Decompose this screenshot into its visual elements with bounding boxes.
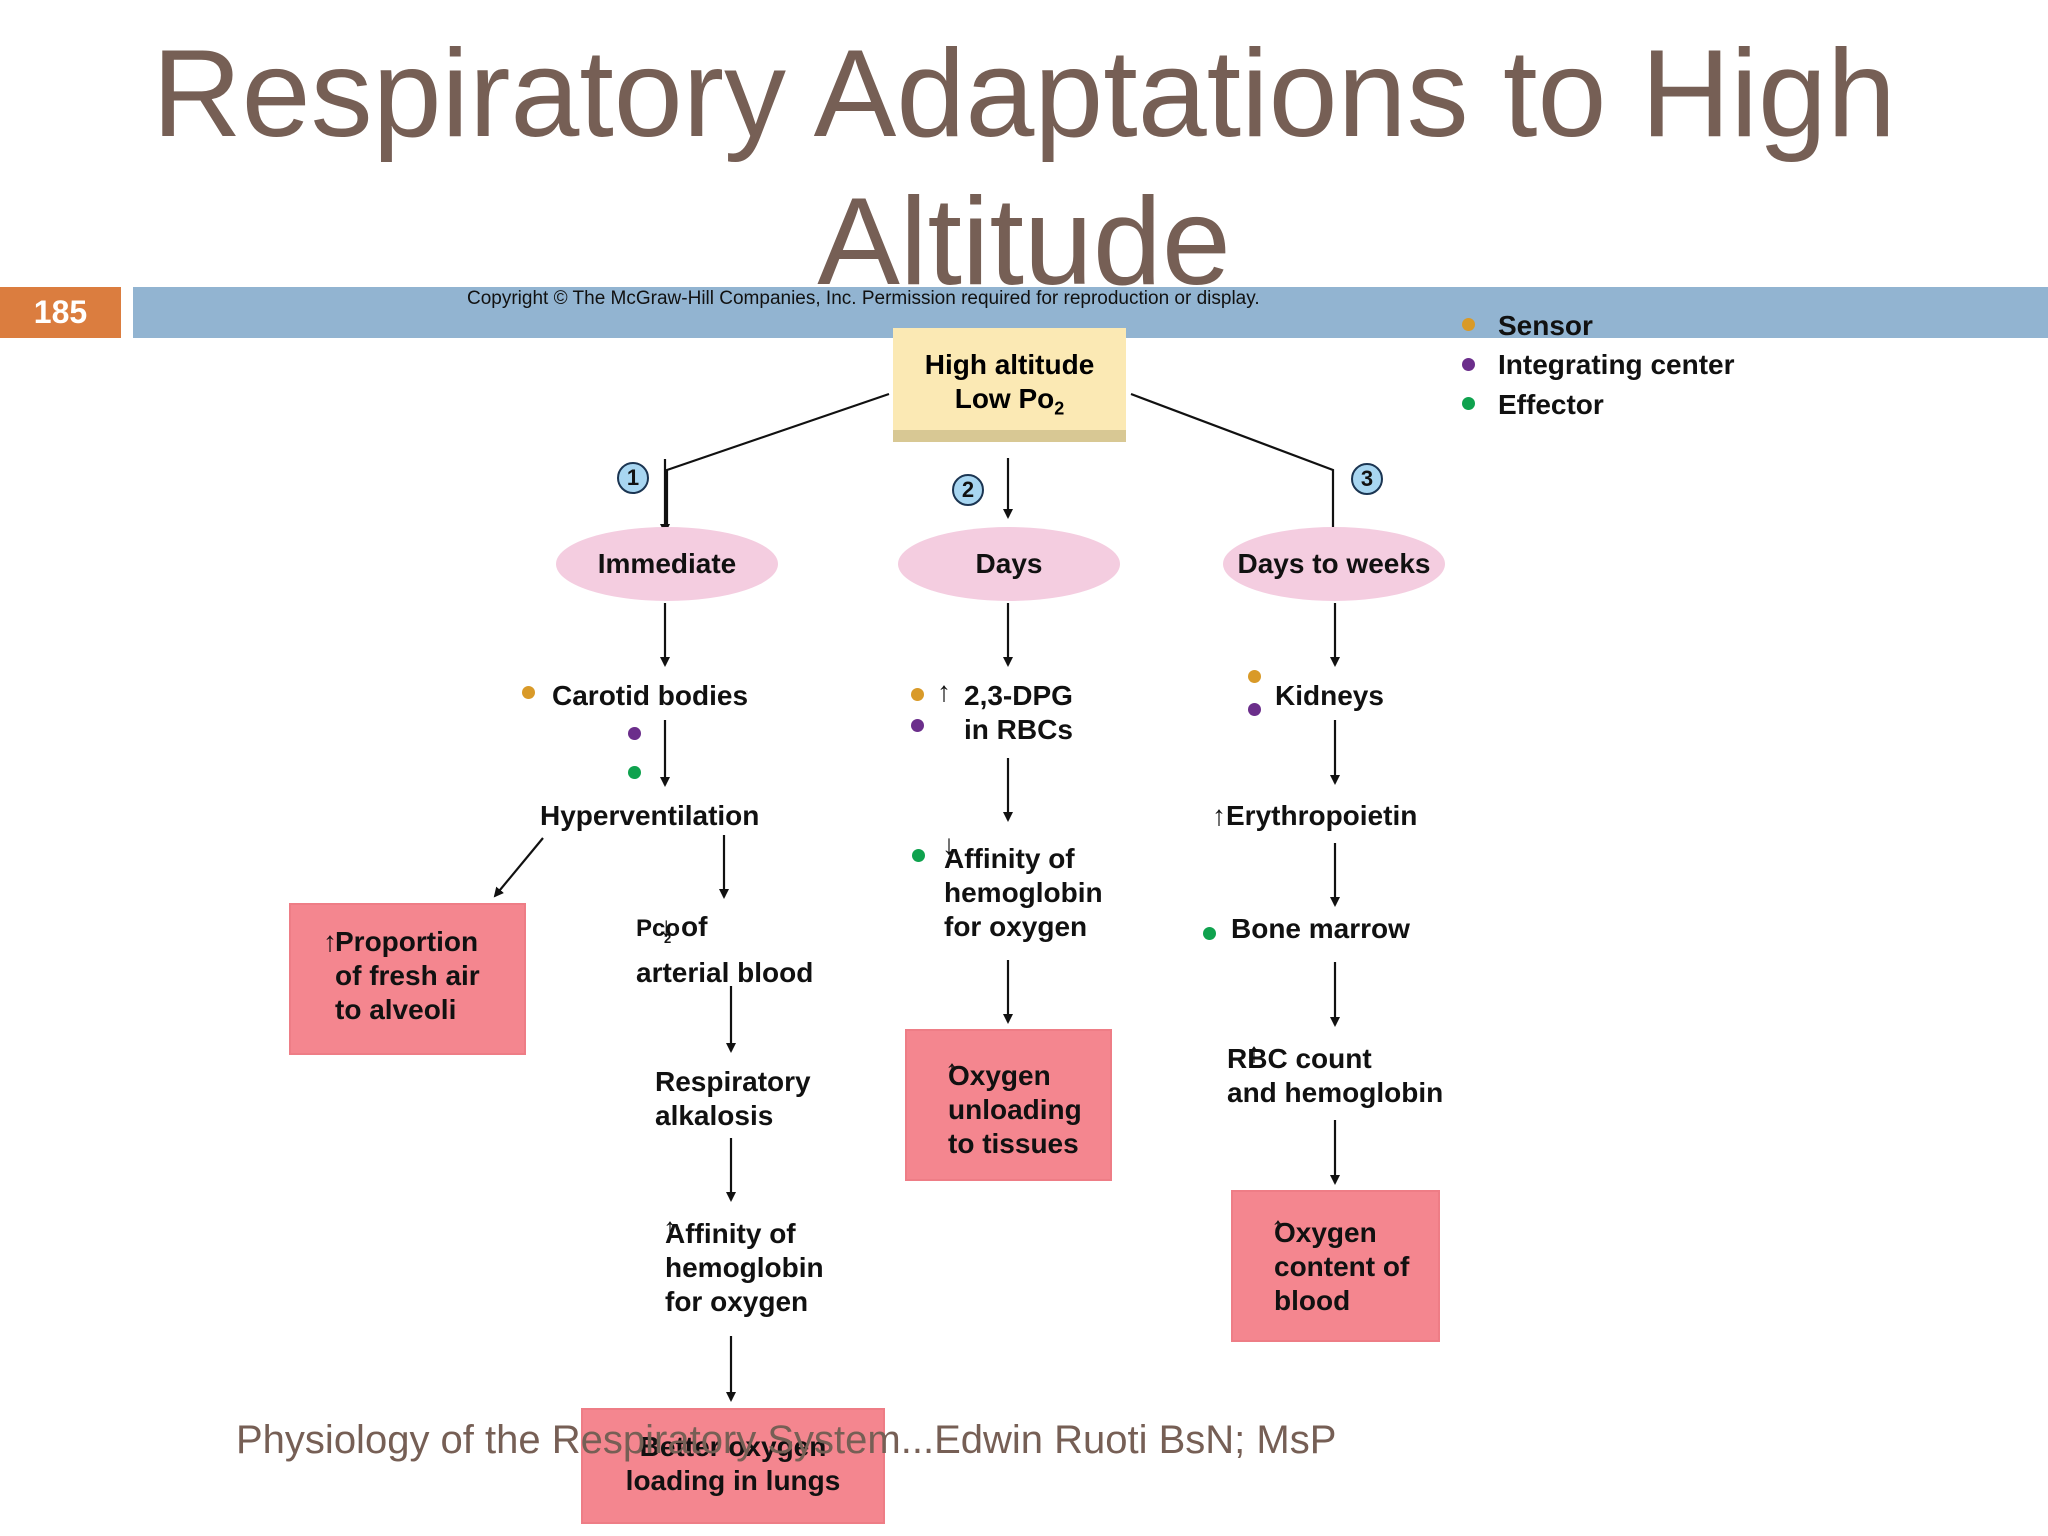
result-oxygen-unloading: Oxygen unloading to tissues (905, 1029, 1112, 1181)
sensor-dot (522, 686, 535, 699)
result-oxygen-content: Oxygen content of blood (1231, 1190, 1440, 1342)
increase-arrow-icon (323, 925, 337, 959)
branch-line-1 (665, 392, 890, 527)
hyperventilation: Hyperventilation (540, 800, 760, 831)
page-number: 185 (0, 287, 121, 338)
affinity-decrease-line-1: Affinity of (944, 843, 1075, 874)
result-oxygen-loading-line-1: Better oxygen (639, 1431, 827, 1462)
increase-arrow-icon (937, 675, 951, 709)
copyright-notice: Copyright © The McGraw-Hill Companies, I… (467, 288, 1260, 309)
affinity-decrease-line-3: for oxygen (944, 911, 1088, 942)
affinity-decrease-line-2: hemoglobin (944, 877, 1103, 908)
integrating-center-dot (1248, 703, 1261, 716)
result-oxygen-unloading-line-3: to tissues (948, 1128, 1079, 1159)
result-oxygen-unloading-line-2: unloading (948, 1094, 1082, 1125)
pco2-line-2: arterial blood (636, 956, 814, 988)
pco2-line-1: Pco2 of (636, 910, 813, 956)
result-oxygen-loading-line-2: loading in lungs (625, 1465, 841, 1496)
increase-arrow-icon (945, 1053, 959, 1087)
affinity-decrease: Affinity of hemoglobin for oxygen (944, 842, 1103, 944)
dpg-line-1: 2,3-DPG (964, 680, 1073, 711)
legend-effector-label: Effector (1498, 389, 1604, 420)
timeframe-days: Days (898, 527, 1120, 601)
slide-title-line-1: Respiratory Adaptations to High (152, 25, 1896, 163)
result-fresh-air-line-1: Proportion (325, 925, 524, 959)
integrating-center-dot (911, 719, 924, 732)
affinity-increase-line-1: Affinity of (665, 1218, 796, 1249)
legend-integrating-label: Integrating center (1498, 349, 1735, 380)
legend-integrating-dot (1462, 358, 1475, 371)
increase-arrow-icon (1212, 800, 1226, 831)
increase-arrow-icon (1271, 1210, 1285, 1244)
path-number-3: 3 (1351, 463, 1383, 495)
effector-dot (628, 766, 641, 779)
legend-effector-dot (1462, 397, 1475, 410)
result-oxygen-content-line-1: Oxygen (1274, 1217, 1377, 1248)
stimulus-box: High altitude Low Po2 (893, 328, 1126, 442)
legend-sensor-label: Sensor (1498, 310, 1593, 341)
effector-dot (1203, 927, 1216, 940)
pco2-arterial-blood: Pco2 of arterial blood (636, 910, 813, 990)
increase-arrow-icon (663, 1211, 677, 1245)
rbc-count: RBC count and hemoglobin (1227, 1042, 1443, 1110)
rbc-line-2: and hemoglobin (1227, 1077, 1444, 1108)
decrease-arrow-icon (659, 911, 673, 942)
kidneys: Kidneys (1275, 680, 1384, 711)
affinity-increase-line-2: hemoglobin (665, 1252, 824, 1283)
decrease-arrow-icon (942, 828, 956, 862)
result-oxygen-loading: Better oxygen loading in lungs (581, 1408, 885, 1524)
timeframe-days-to-weeks: Days to weeks (1223, 527, 1445, 601)
path-number-1: 1 (617, 462, 649, 494)
branch-line-3 (1130, 392, 1335, 527)
result-oxygen-unloading-line-1: Oxygen (948, 1060, 1051, 1091)
respiratory-alkalosis-line-2: alkalosis (655, 1100, 774, 1131)
integrating-center-dot (628, 727, 641, 740)
slide-footer: Physiology of the Respiratory System...E… (236, 1418, 1337, 1462)
sensor-dot (1248, 670, 1261, 683)
result-oxygen-content-line-2: content of (1274, 1251, 1410, 1282)
dpg-line-2: in RBCs (964, 714, 1073, 745)
erythropoietin: Erythropoietin (1212, 799, 1417, 833)
respiratory-alkalosis-line-1: Respiratory (655, 1066, 811, 1097)
result-fresh-air-line-2: of fresh air (335, 960, 480, 991)
bone-marrow: Bone marrow (1231, 913, 1410, 944)
result-fresh-air-line-3: to alveoli (335, 994, 457, 1025)
effector-dot (912, 849, 925, 862)
respiratory-alkalosis: Respiratory alkalosis (655, 1065, 811, 1133)
increase-arrow-icon (1247, 1036, 1261, 1070)
stimulus-line-2: Low Po2 (954, 383, 1065, 419)
path-number-2: 2 (952, 474, 984, 506)
legend-sensor-dot (1462, 318, 1475, 331)
stimulus-line-1: High altitude (924, 349, 1095, 380)
affinity-increase-line-3: for oxygen (665, 1286, 809, 1317)
affinity-increase: Affinity of hemoglobin for oxygen (665, 1217, 824, 1319)
sensor-dot (911, 688, 924, 701)
timeframe-immediate: Immediate (556, 527, 778, 601)
dpg-in-rbcs: 2,3-DPG in RBCs (937, 679, 1073, 747)
result-fresh-air: Proportion of fresh air to alveoli (289, 903, 526, 1055)
carotid-bodies: Carotid bodies (552, 680, 749, 711)
arrow (493, 837, 544, 898)
result-oxygen-content-line-3: blood (1274, 1285, 1351, 1316)
